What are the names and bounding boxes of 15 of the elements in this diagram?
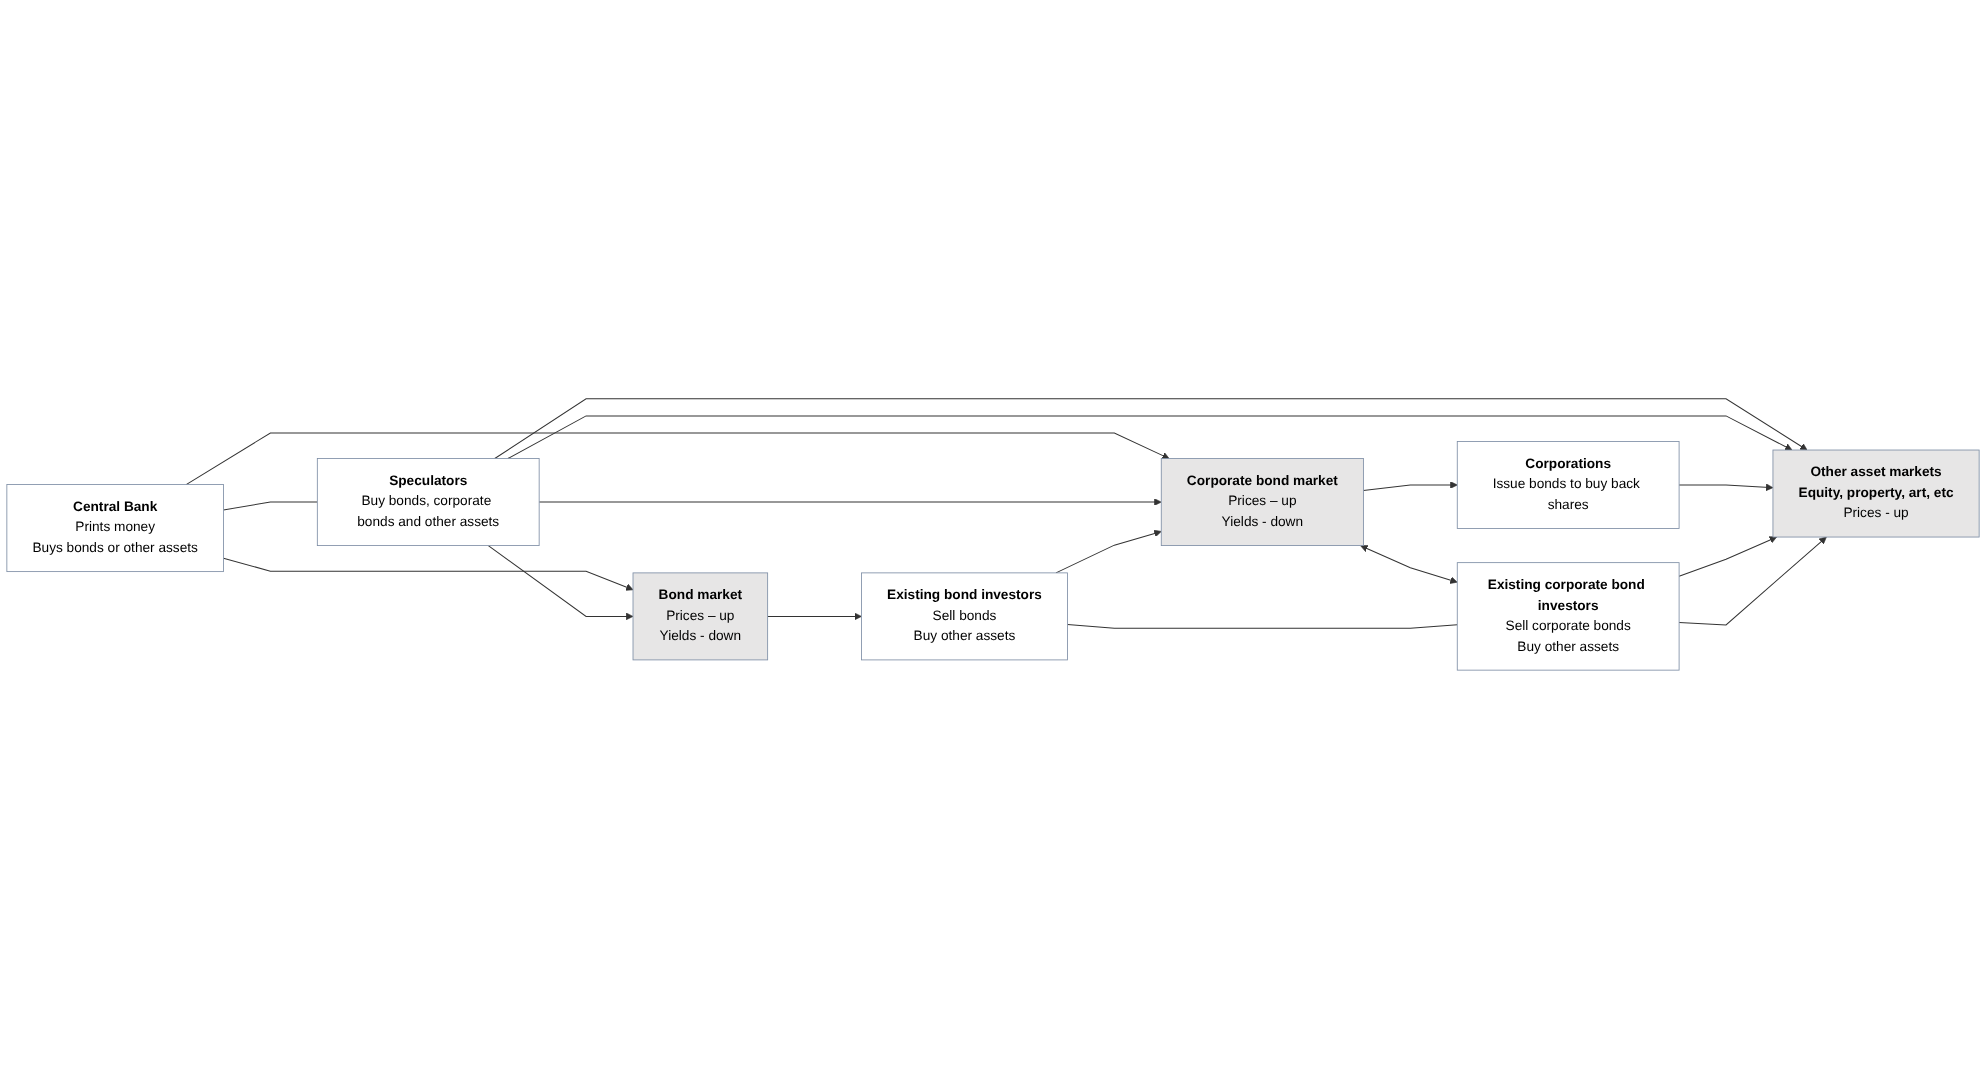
arrow [1678,537,1827,626]
arrow [185,432,1170,486]
arrow [507,415,1793,460]
connector [1066,624,1458,630]
arrow [1360,545,1458,585]
arrow [487,545,634,621]
arrow [1678,484,1774,492]
arrow [767,613,862,621]
arrow [1362,481,1458,492]
arrow [1055,530,1162,574]
connector [222,502,318,511]
arrow [222,558,634,592]
arrow [538,498,1162,507]
arrow [494,398,1808,460]
arrow [1678,536,1777,578]
